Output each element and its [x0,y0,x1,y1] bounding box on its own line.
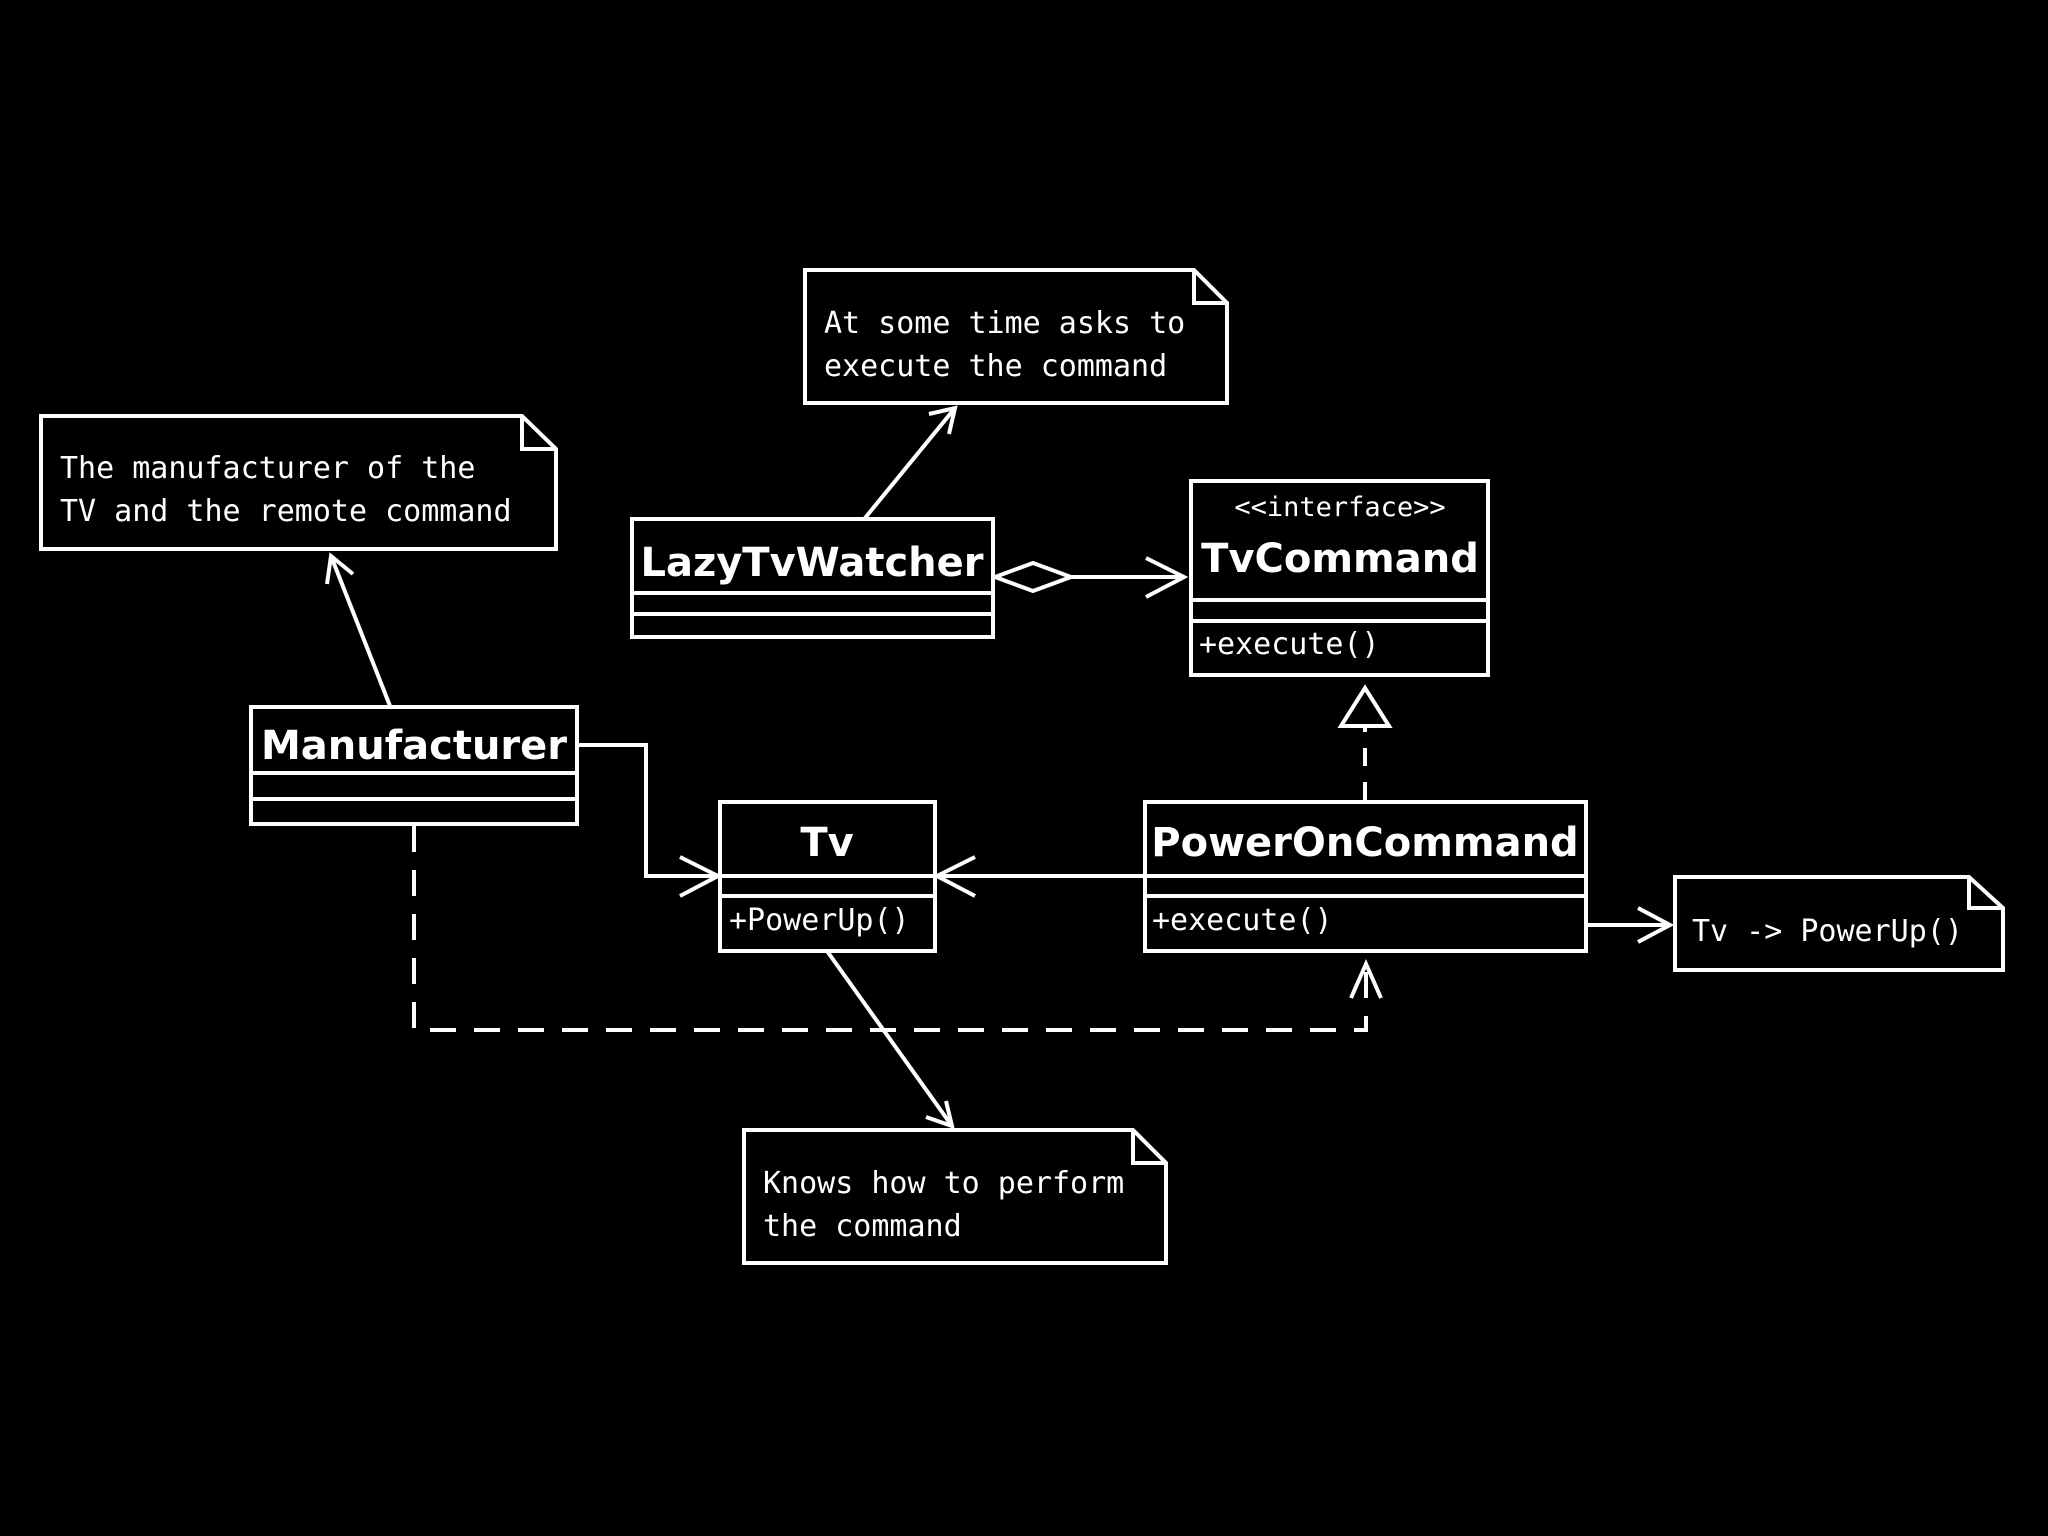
tv-command-method: +execute() [1199,627,1380,662]
aggregation-watcher-command [989,556,1189,599]
watcher-note: At some time asks to execute the command [803,268,1229,405]
power-on-command-method: +execute() [1152,903,1333,938]
association-manufacturer-tv [578,743,723,898]
tv-note-line-2: the command [763,1209,962,1244]
class-lazy-tv-watcher: LazyTvWatcher [630,517,995,639]
tv-note-line-1: Knows how to perform [763,1166,1124,1201]
tv-command-class-name: TvCommand [1201,536,1479,582]
watcher-note-line-2: execute the command [824,349,1167,384]
manufacturer-note-line-1: The manufacturer of the [60,451,475,486]
lazy-tv-watcher-class-name: LazyTvWatcher [640,540,983,586]
watcher-note-line-1: At some time asks to [824,306,1185,341]
watcher-note-link [863,405,958,520]
tv-class-name: Tv [800,820,853,866]
manufacturer-note-link [325,552,392,707]
power-on-command-class-name: PowerOnCommand [1151,820,1578,866]
tv-method: +PowerUp() [729,903,910,938]
tv-note-link [825,949,955,1130]
manufacturer-class-name: Manufacturer [261,723,567,769]
class-tv: Tv +PowerUp() [718,800,937,953]
command-note-line-1: Tv -> PowerUp() [1692,914,1963,949]
manufacturer-note-line-2: TV and the remote command [60,494,512,529]
association-command-tv [932,855,1144,898]
class-tv-command: <<interface>> TvCommand +execute() [1189,479,1490,677]
realization-command-interface [1337,684,1393,800]
tv-note: Knows how to perform the command [742,1128,1168,1265]
class-power-on-command: PowerOnCommand +execute() [1143,800,1588,953]
class-manufacturer: Manufacturer [249,705,579,826]
command-note-link [1587,906,1675,944]
manufacturer-note: The manufacturer of the TV and the remot… [39,414,558,551]
dependency-manufacturer-command [412,826,1383,1032]
command-note: Tv -> PowerUp() [1673,875,2005,972]
tv-command-stereotype: <<interface>> [1234,492,1445,523]
